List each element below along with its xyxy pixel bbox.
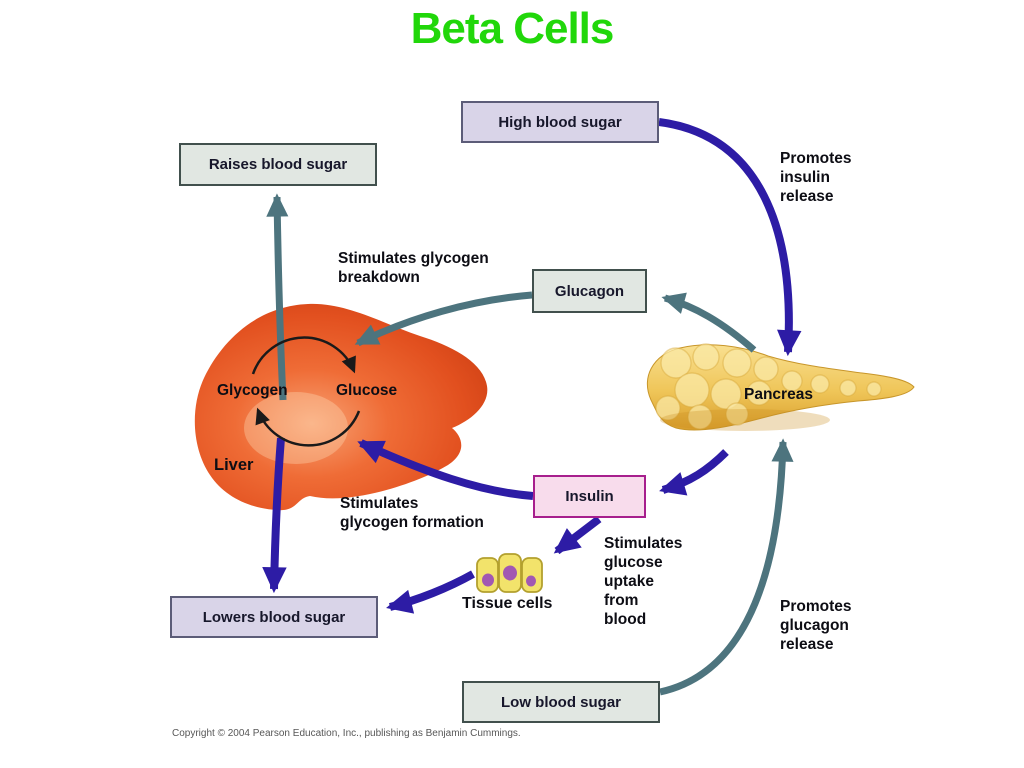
arrow-insulin-to-tissue bbox=[553, 515, 602, 555]
copyright-line: Copyright © 2004 Pearson Education, Inc.… bbox=[172, 728, 521, 739]
label-glycogen: Glycogen bbox=[217, 382, 288, 399]
page-title: Beta Cells bbox=[410, 4, 615, 53]
tissue-cells-shape bbox=[476, 553, 543, 593]
arrow-pancreas-to-glucagon bbox=[661, 292, 757, 353]
liver-highlight bbox=[244, 392, 348, 464]
label-stimulates-glycogen-formation: Stimulates glycogen formation bbox=[340, 495, 484, 531]
label-promotes-glucagon-release: Promotes glucagon release bbox=[780, 598, 852, 653]
arrow-glucagon-to-liver-cycle bbox=[354, 291, 533, 347]
cell-nucleus bbox=[503, 565, 517, 581]
pancreas-texture bbox=[655, 343, 882, 430]
arrow-liver-to-lowers bbox=[262, 437, 287, 594]
arrow-liver-to-raises bbox=[266, 193, 289, 401]
label-pancreas: Pancreas bbox=[744, 386, 813, 403]
box-lowers-blood-sugar: Lowers blood sugar bbox=[170, 596, 378, 638]
box-low-blood-sugar: Low blood sugar bbox=[462, 681, 660, 723]
label-stimulates-glycogen-breakdown: Stimulates glycogen breakdown bbox=[338, 250, 489, 286]
liver-shape bbox=[194, 303, 488, 511]
box-insulin: Insulin bbox=[533, 475, 646, 518]
arrow-high-to-pancreas bbox=[658, 118, 802, 357]
insulin-pathway-arrows bbox=[262, 118, 802, 614]
arrow-glycogen-to-glucose bbox=[251, 336, 356, 375]
pancreas-shade bbox=[660, 409, 830, 431]
cell-nucleus bbox=[526, 575, 536, 587]
box-raises-blood-sugar: Raises blood sugar bbox=[179, 143, 377, 186]
label-promotes-insulin-release: Promotes insulin release bbox=[780, 150, 852, 205]
label-tissue-cells: Tissue cells bbox=[462, 595, 553, 612]
label-liver: Liver bbox=[214, 456, 254, 474]
box-high-blood-sugar: High blood sugar bbox=[461, 101, 659, 143]
arrow-low-to-pancreas bbox=[659, 438, 794, 696]
arrow-insulin-to-liver-cycle bbox=[357, 439, 534, 500]
arrow-glucose-to-glycogen bbox=[255, 407, 361, 447]
label-stimulates-glucose-uptake: Stimulates glucose uptake from blood bbox=[604, 535, 683, 628]
glucagon-pathway-arrows bbox=[266, 193, 794, 696]
arrow-tissue-to-lowers bbox=[386, 570, 475, 614]
glycogen-glucose-cycle-arrows bbox=[251, 336, 361, 447]
cell-nucleus bbox=[482, 573, 494, 587]
arrow-pancreas-to-insulin bbox=[659, 449, 729, 496]
label-glucose: Glucose bbox=[336, 382, 398, 399]
box-glucagon: Glucagon bbox=[532, 269, 647, 313]
